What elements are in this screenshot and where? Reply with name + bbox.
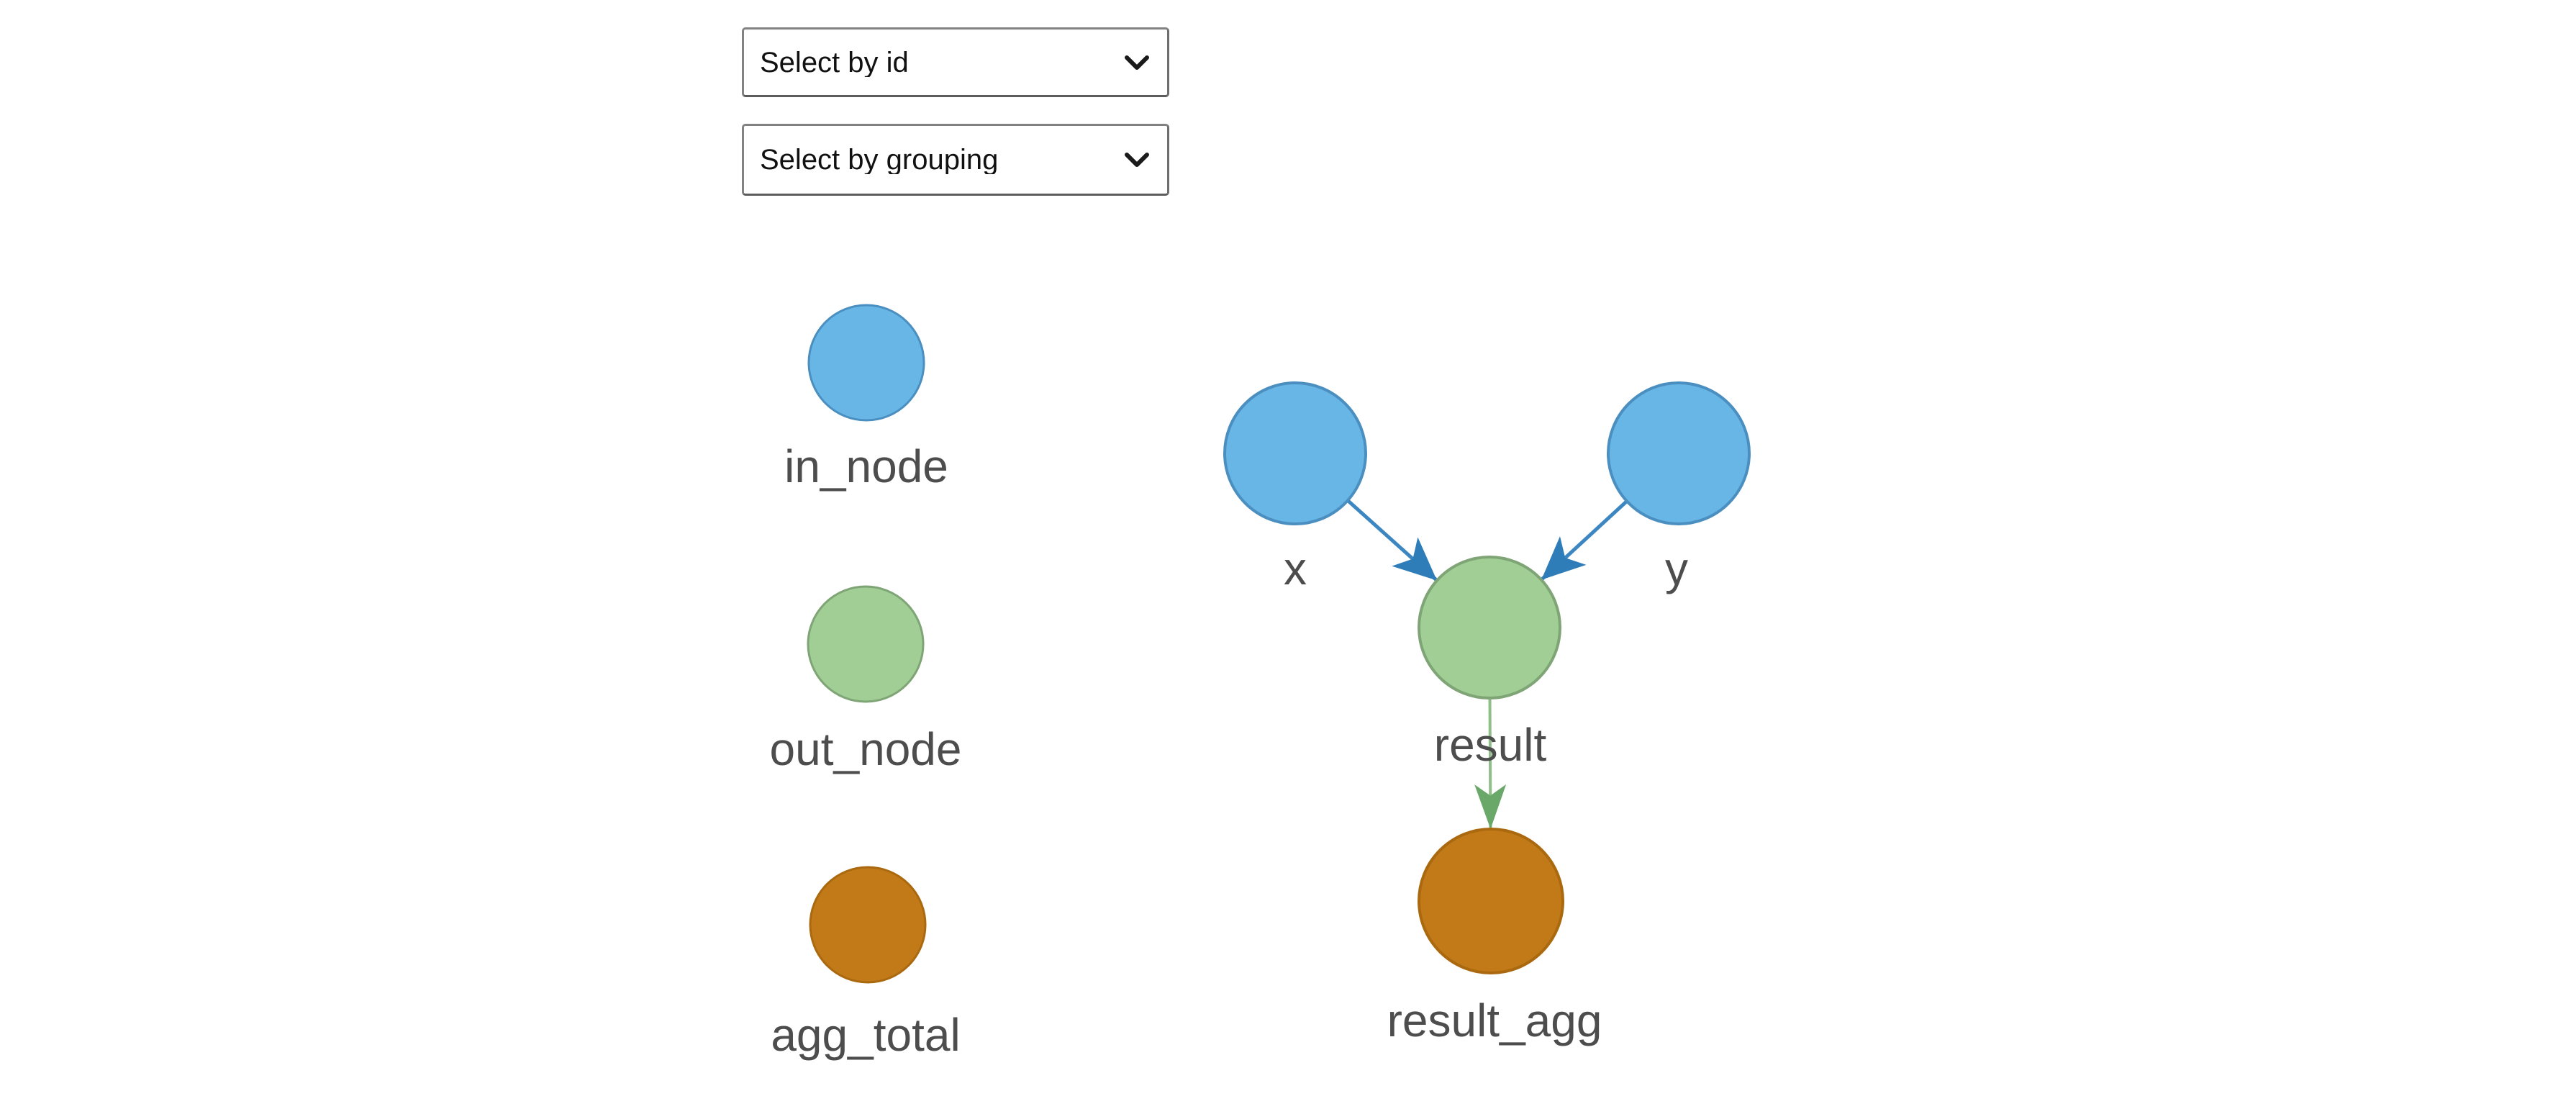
legend-swatch-out_node [807, 585, 925, 703]
select-by-grouping-wrapper: Select by grouping [742, 124, 1169, 196]
node-label-result: result [1434, 719, 1547, 771]
edge-y-result [1540, 499, 1628, 581]
node-label-x: x [1284, 543, 1307, 594]
select-by-grouping[interactable]: Select by grouping [742, 124, 1169, 196]
edge-result-result_agg [1474, 697, 1507, 830]
node-y[interactable] [1607, 381, 1751, 525]
select-by-id[interactable]: Select by id [742, 27, 1169, 97]
select-by-id-wrapper: Select by id [742, 27, 1169, 97]
legend-label-in_node: in_node [784, 440, 948, 492]
node-label-y: y [1665, 543, 1688, 594]
node-label-result_agg: result_agg [1387, 995, 1602, 1046]
node-result_agg[interactable] [1418, 828, 1564, 974]
node-result[interactable] [1418, 556, 1561, 700]
legend-swatch-agg_total [809, 866, 927, 984]
legend-label-agg_total: agg_total [771, 1009, 960, 1061]
legend-swatch-in_node [807, 304, 925, 422]
node-x[interactable] [1223, 381, 1367, 525]
legend-label-out_node: out_node [770, 723, 962, 775]
edge-x-result [1346, 499, 1438, 582]
